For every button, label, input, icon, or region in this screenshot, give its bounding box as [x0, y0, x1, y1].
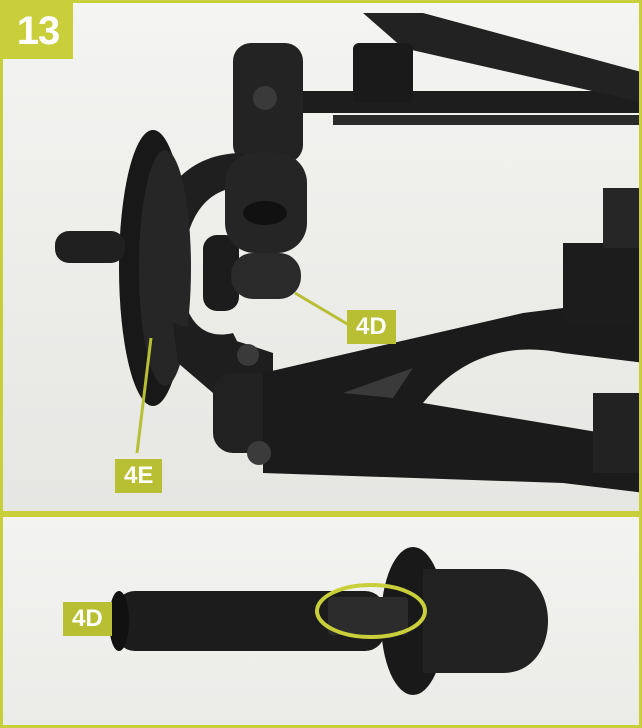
- assembly-illustration: [55, 13, 639, 493]
- pin-shaft-end: [109, 591, 129, 651]
- pin-collar: [203, 235, 239, 311]
- chassis-block-3: [593, 393, 639, 473]
- pin-body: [231, 253, 301, 299]
- leader-4e: [135, 337, 153, 454]
- wishbone-slot: [343, 368, 413, 398]
- chassis-block-2: [603, 188, 639, 248]
- strut-bracket: [353, 43, 413, 103]
- clamp-hole: [243, 201, 287, 225]
- callout-label-4d: 4D: [347, 310, 396, 344]
- part-detail-panel: 4D: [0, 514, 642, 728]
- axle-shaft: [55, 231, 125, 263]
- wishbone: [263, 303, 639, 493]
- assembly-photo-panel: 13 4D 4E: [0, 0, 642, 514]
- callout-label-4e: 4E: [115, 459, 163, 493]
- wishbone-screw: [247, 441, 271, 465]
- lower-screw: [237, 344, 259, 366]
- pin-key-tab: [328, 597, 408, 635]
- spring-strut: [363, 13, 639, 102]
- upper-screw: [253, 86, 277, 110]
- chassis-block: [563, 243, 639, 323]
- upper-arm-bar-2: [333, 115, 639, 125]
- step-number-badge: 13: [3, 3, 73, 59]
- highlight-ring: [315, 583, 427, 639]
- pin-head: [423, 569, 548, 673]
- callout-label-4d-detail: 4D: [63, 602, 112, 636]
- pin-detail-illustration: [109, 547, 548, 695]
- leader-4d: [294, 291, 350, 327]
